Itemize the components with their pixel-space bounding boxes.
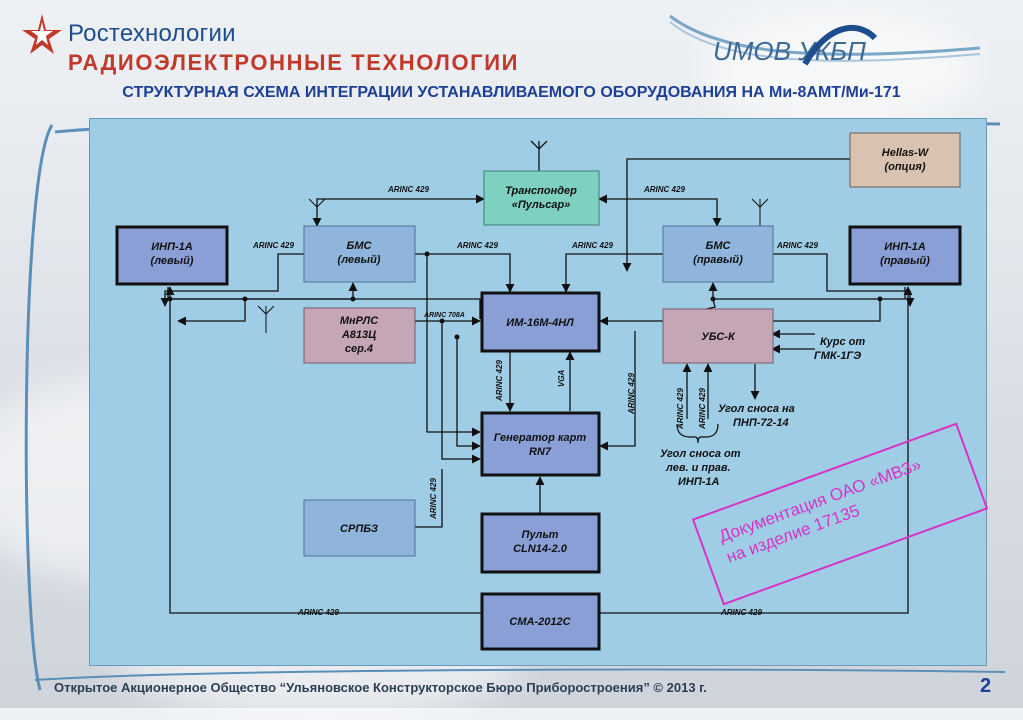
svg-text:RN7: RN7 bbox=[529, 446, 552, 458]
block-srpbz: СРПБЗ bbox=[303, 499, 416, 557]
label-arinc-bms-inp-left: ARINC 429 bbox=[252, 241, 294, 250]
svg-text:Hellas-W: Hellas-W bbox=[882, 147, 930, 159]
label-ugol-pnp-2: ПНП-72-14 bbox=[733, 417, 789, 429]
left-decor-arc bbox=[24, 124, 54, 691]
label-arinc-cma-right: ARINC 429 bbox=[720, 608, 762, 617]
svg-text:БМС: БМС bbox=[347, 240, 373, 252]
footer-text: Открытое Акционерное Общество “Ульяновск… bbox=[54, 680, 707, 695]
svg-text:сер.4: сер.4 bbox=[345, 343, 373, 355]
block-mnrls: МнРЛС А813Ц сер.4 bbox=[303, 307, 416, 364]
label-arinc-cma-left: ARINC 429 bbox=[297, 608, 339, 617]
svg-text:UМОВ УКБП: UМОВ УКБП bbox=[713, 36, 866, 66]
svg-text:ИНП-1А: ИНП-1А bbox=[151, 241, 193, 253]
block-cma: СМА-2012С bbox=[480, 592, 601, 651]
label-ugol-pnp-1: Угол сноса на bbox=[718, 403, 795, 415]
label-arinc-ugol-1: ARINC 429 bbox=[676, 388, 685, 430]
footer-divider bbox=[34, 668, 1006, 681]
svg-text:ИНП-1А: ИНП-1А bbox=[884, 241, 926, 253]
page-title: СТРУКТУРНАЯ СХЕМА ИНТЕГРАЦИИ УСТАНАВЛИВА… bbox=[122, 84, 901, 101]
block-pult: Пульт CLN14-2.0 bbox=[480, 512, 601, 574]
svg-text:Пульт: Пульт bbox=[522, 529, 559, 541]
page-number: 2 bbox=[980, 675, 992, 697]
brand-bottom: РАДИОЭЛЕКТРОННЫЕ ТЕХНОЛОГИИ bbox=[68, 50, 520, 75]
svg-text:«Пульсар»: «Пульсар» bbox=[512, 199, 571, 211]
svg-text:(правый): (правый) bbox=[880, 255, 930, 267]
svg-text:(левый): (левый) bbox=[151, 255, 194, 267]
label-arinc-bms-inp-right: ARINC 429 bbox=[776, 241, 818, 250]
svg-text:СМА-2012С: СМА-2012С bbox=[509, 616, 571, 628]
integration-diagram: Hellas-W (опция) Транспондер «Пульсар» Б… bbox=[115, 132, 962, 651]
label-kurs-1: Курс от bbox=[820, 336, 865, 348]
label-ugol-inp-2: лев. и прав. bbox=[665, 462, 731, 474]
label-ugol-inp-3: ИНП-1А bbox=[678, 476, 720, 488]
svg-text:МнРЛС: МнРЛС bbox=[340, 315, 379, 327]
ukbp-logo: UМОВ УКБП bbox=[669, 14, 981, 66]
rostech-star-icon bbox=[22, 14, 62, 54]
block-inp-right: ИНП-1А (правый) bbox=[848, 225, 962, 286]
block-bms-left: БМС (левый) bbox=[303, 225, 416, 283]
block-im16: ИМ-16М-4НЛ bbox=[480, 291, 601, 353]
label-arinc-im16-gen: ARINC 429 bbox=[495, 360, 504, 402]
label-arinc-srpbz: ARINC 429 bbox=[429, 478, 438, 520]
brace-ugol bbox=[676, 423, 719, 444]
label-arinc-bms-im16-left: ARINC 429 bbox=[456, 241, 498, 250]
label-arinc-ubs-gen: ARINC 429 bbox=[627, 373, 636, 415]
block-inp-left: ИНП-1А (левый) bbox=[115, 225, 229, 286]
label-arinc708: ARINC 708A bbox=[423, 312, 465, 319]
svg-text:ИМ-16М-4НЛ: ИМ-16М-4НЛ bbox=[506, 317, 574, 329]
svg-text:Генератор карт: Генератор карт bbox=[494, 432, 587, 444]
label-kurs-2: ГМК-1ГЭ bbox=[814, 350, 861, 362]
svg-text:(опция): (опция) bbox=[884, 161, 925, 173]
block-bms-right: БМС (правый) bbox=[662, 225, 774, 283]
label-arinc-transp-right: ARINC 429 bbox=[643, 185, 685, 194]
label-arinc-ugol-2: ARINC 429 bbox=[698, 388, 707, 430]
label-arinc-bms-im16-right: ARINC 429 bbox=[571, 241, 613, 250]
svg-text:УБС-К: УБС-К bbox=[701, 331, 736, 343]
svg-text:(правый): (правый) bbox=[693, 254, 743, 266]
svg-text:Транспондер: Транспондер bbox=[505, 185, 577, 197]
svg-text:CLN14-2.0: CLN14-2.0 bbox=[513, 543, 568, 555]
svg-text:СРПБЗ: СРПБЗ bbox=[340, 523, 378, 535]
label-vga: VGA bbox=[557, 369, 566, 387]
label-arinc-transp-left: ARINC 429 bbox=[387, 185, 429, 194]
block-ubs: УБС-К bbox=[662, 308, 774, 364]
svg-text:А813Ц: А813Ц bbox=[341, 329, 376, 341]
svg-text:БМС: БМС bbox=[706, 240, 732, 252]
block-generator: Генератор карт RN7 bbox=[480, 411, 601, 477]
brand-top: Ростехнологии bbox=[68, 20, 236, 47]
block-hellas: Hellas-W (опция) bbox=[849, 132, 961, 188]
label-ugol-inp-1: Угол сноса от bbox=[660, 448, 741, 460]
diagram-panel: Hellas-W (опция) Транспондер «Пульсар» Б… bbox=[89, 118, 987, 666]
svg-text:(левый): (левый) bbox=[338, 254, 381, 266]
block-transponder: Транспондер «Пульсар» bbox=[483, 170, 600, 226]
brand-logo-text: Ростехнологии РАДИОЭЛЕКТРОННЫЕ ТЕХНОЛОГИ… bbox=[68, 20, 519, 76]
header: Ростехнологии РАДИОЭЛЕКТРОННЫЕ ТЕХНОЛОГИ… bbox=[0, 0, 1023, 134]
